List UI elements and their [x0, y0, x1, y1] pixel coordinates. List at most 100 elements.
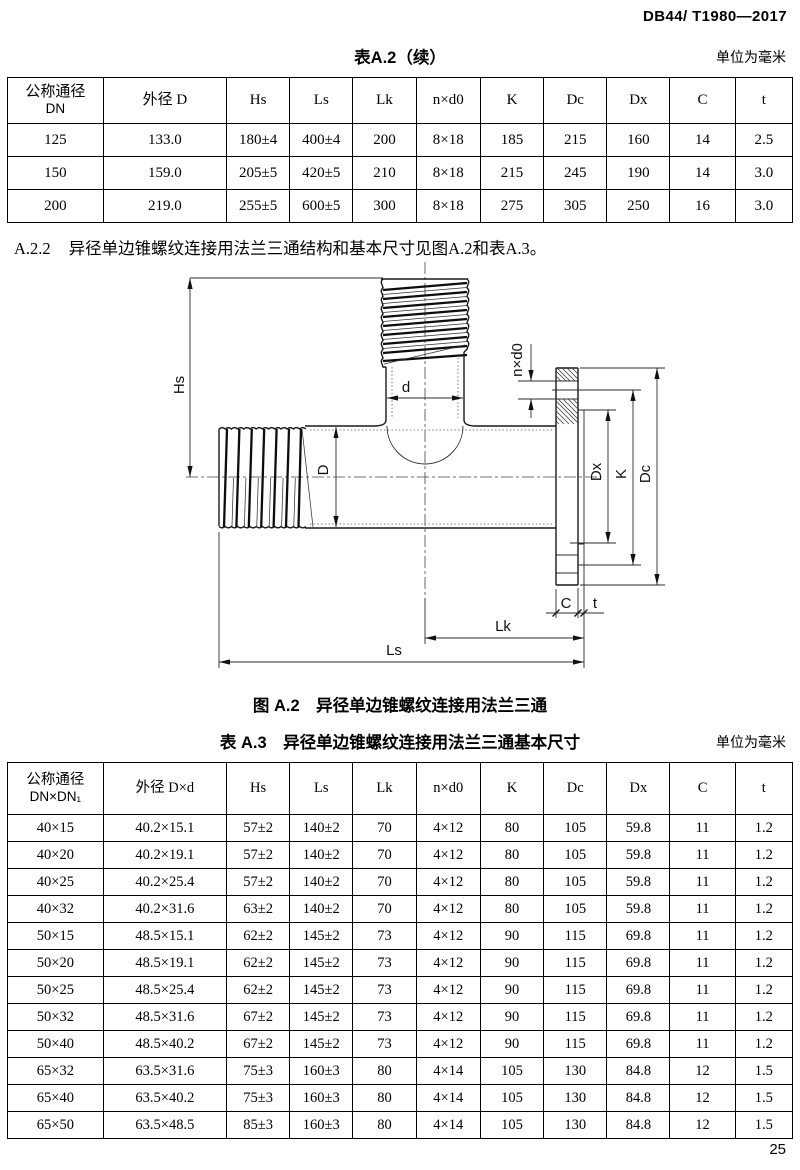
column-header: Dx [606, 762, 671, 815]
column-header: Dc [543, 762, 608, 815]
table-cell: 210 [352, 156, 417, 190]
table-cell: 40×25 [7, 868, 104, 896]
left-thread-roots [231, 428, 314, 528]
table-a3-unit-note: 单位为毫米 [716, 736, 786, 751]
table-cell: 80 [352, 1057, 417, 1085]
table-cell: 115 [543, 922, 608, 950]
table-cell: 105 [479, 1057, 545, 1085]
table-cell: 12 [669, 1084, 736, 1112]
table-cell: 8×18 [415, 189, 481, 223]
table-cell: 59.8 [606, 841, 671, 869]
table-cell: 84.8 [606, 1084, 671, 1112]
table-cell: 65×32 [7, 1057, 104, 1085]
table-cell: 255±5 [225, 189, 291, 223]
table-cell: 73 [352, 949, 417, 977]
table-cell: 69.8 [606, 1003, 671, 1031]
table-cell: 160±3 [289, 1111, 354, 1139]
branch-thread-crests [382, 281, 468, 363]
nxd0-extension-lines [518, 380, 641, 400]
table-cell: 48.5×31.6 [102, 1003, 228, 1031]
table-cell: 59.8 [606, 814, 671, 842]
table-cell: 40.2×25.4 [102, 868, 228, 896]
table-cell: 65×50 [7, 1111, 104, 1139]
table-cell: 11 [669, 949, 736, 977]
table-cell: 40.2×31.6 [102, 895, 228, 923]
table-cell: 80 [352, 1084, 417, 1112]
table-cell: 69.8 [606, 1030, 671, 1058]
label-nxd0: n×d0 [509, 343, 526, 377]
table-cell: 150 [7, 156, 104, 190]
table-cell: 275 [479, 189, 545, 223]
table-cell: 57±2 [225, 841, 291, 869]
table-cell: 105 [479, 1111, 545, 1139]
table-cell: 12 [669, 1057, 736, 1085]
table-cell: 250 [606, 189, 671, 223]
table-cell: 69.8 [606, 949, 671, 977]
table-cell: 1.2 [734, 841, 794, 869]
clause-text: 异径单边锥螺纹连接用法兰三通结构和基本尺寸见图A.2和表A.3。 [68, 239, 547, 258]
dc-extension-lines [580, 367, 665, 586]
table-cell: 115 [543, 1030, 608, 1058]
table-cell: 11 [669, 841, 736, 869]
table-cell: 14 [669, 123, 736, 157]
table-cell: 1.5 [734, 1057, 794, 1085]
table-cell: 200 [7, 189, 104, 223]
table-cell: 65×40 [7, 1084, 104, 1112]
body-liner-lines [310, 429, 552, 525]
column-header: Ls [289, 762, 354, 815]
table-cell: 40×20 [7, 841, 104, 869]
table-cell: 105 [479, 1084, 545, 1112]
table-cell: 130 [543, 1057, 608, 1085]
label-dx: Dx [588, 462, 605, 481]
table-cell: 145±2 [289, 1030, 354, 1058]
table-cell: 73 [352, 1003, 417, 1031]
table-cell: 63.5×48.5 [102, 1111, 228, 1139]
table-cell: 84.8 [606, 1111, 671, 1139]
table-cell: 3.0 [734, 189, 794, 223]
table-cell: 4×12 [415, 814, 481, 842]
table-a2-unit-note: 单位为毫米 [716, 51, 786, 66]
standard-code: DB44/ T1980—2017 [643, 8, 787, 25]
left-thread-top-edge [218, 426, 307, 430]
column-header: t [734, 762, 794, 815]
column-header: n×d0 [415, 762, 481, 815]
label-t: t [593, 595, 598, 612]
table-cell: 125 [7, 123, 104, 157]
table-cell: 105 [543, 868, 608, 896]
table-cell: 1.2 [734, 868, 794, 896]
table-cell: 219.0 [102, 189, 228, 223]
table-cell: 48.5×19.1 [102, 949, 228, 977]
column-header: K [479, 77, 545, 124]
table-cell: 73 [352, 976, 417, 1004]
table-cell: 105 [543, 814, 608, 842]
table-cell: 1.2 [734, 949, 794, 977]
table-cell: 62±2 [225, 949, 291, 977]
table-cell: 90 [479, 922, 545, 950]
table-cell: 4×12 [415, 868, 481, 896]
table-cell: 11 [669, 1003, 736, 1031]
label-ls: Ls [386, 642, 402, 659]
label-dc: Dc [637, 464, 654, 483]
table-cell: 140±2 [289, 895, 354, 923]
table-cell: 48.5×25.4 [102, 976, 228, 1004]
column-header-dn-dn1: 公称通径 DN×DN₁ [7, 762, 104, 815]
table-cell: 80 [352, 1111, 417, 1139]
table-cell: 4×12 [415, 895, 481, 923]
table-cell: 4×14 [415, 1111, 481, 1139]
table-cell: 40.2×15.1 [102, 814, 228, 842]
table-cell: 1.2 [734, 895, 794, 923]
column-header: C [669, 762, 736, 815]
table-cell: 4×14 [415, 1084, 481, 1112]
table-cell: 63.5×40.2 [102, 1084, 228, 1112]
table-cell: 130 [543, 1084, 608, 1112]
